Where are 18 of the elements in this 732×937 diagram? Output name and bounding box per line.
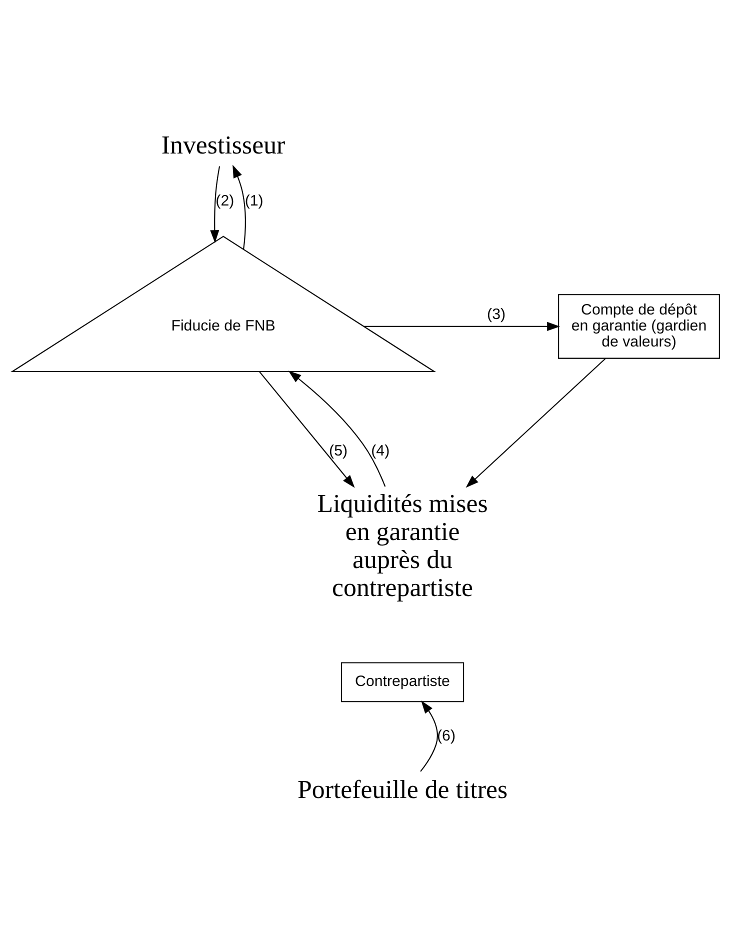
arrow (232, 164, 246, 249)
edge-label: (5) (329, 442, 348, 460)
edge-label: (6) (437, 727, 456, 744)
edge-label: (3) (487, 306, 506, 323)
node-text: Liquidités mises en garantie auprès du contrepartiste (317, 488, 488, 602)
arrow (259, 370, 355, 488)
node-box: Compte de dépôt en garantie (gardien de valeurs) (558, 294, 720, 358)
node-box: Contrepartiste (340, 662, 464, 702)
edge-label: (1) (244, 192, 264, 209)
node-text: Investisseur (161, 130, 286, 159)
arrow (364, 321, 560, 331)
arrow (288, 370, 386, 486)
arrow (420, 700, 438, 772)
arrow (210, 166, 220, 243)
edge-label: (4) (371, 442, 390, 460)
arrow (466, 358, 606, 488)
edge-label: (2) (216, 192, 234, 209)
node-text: Portefeuille de titres (297, 774, 508, 804)
